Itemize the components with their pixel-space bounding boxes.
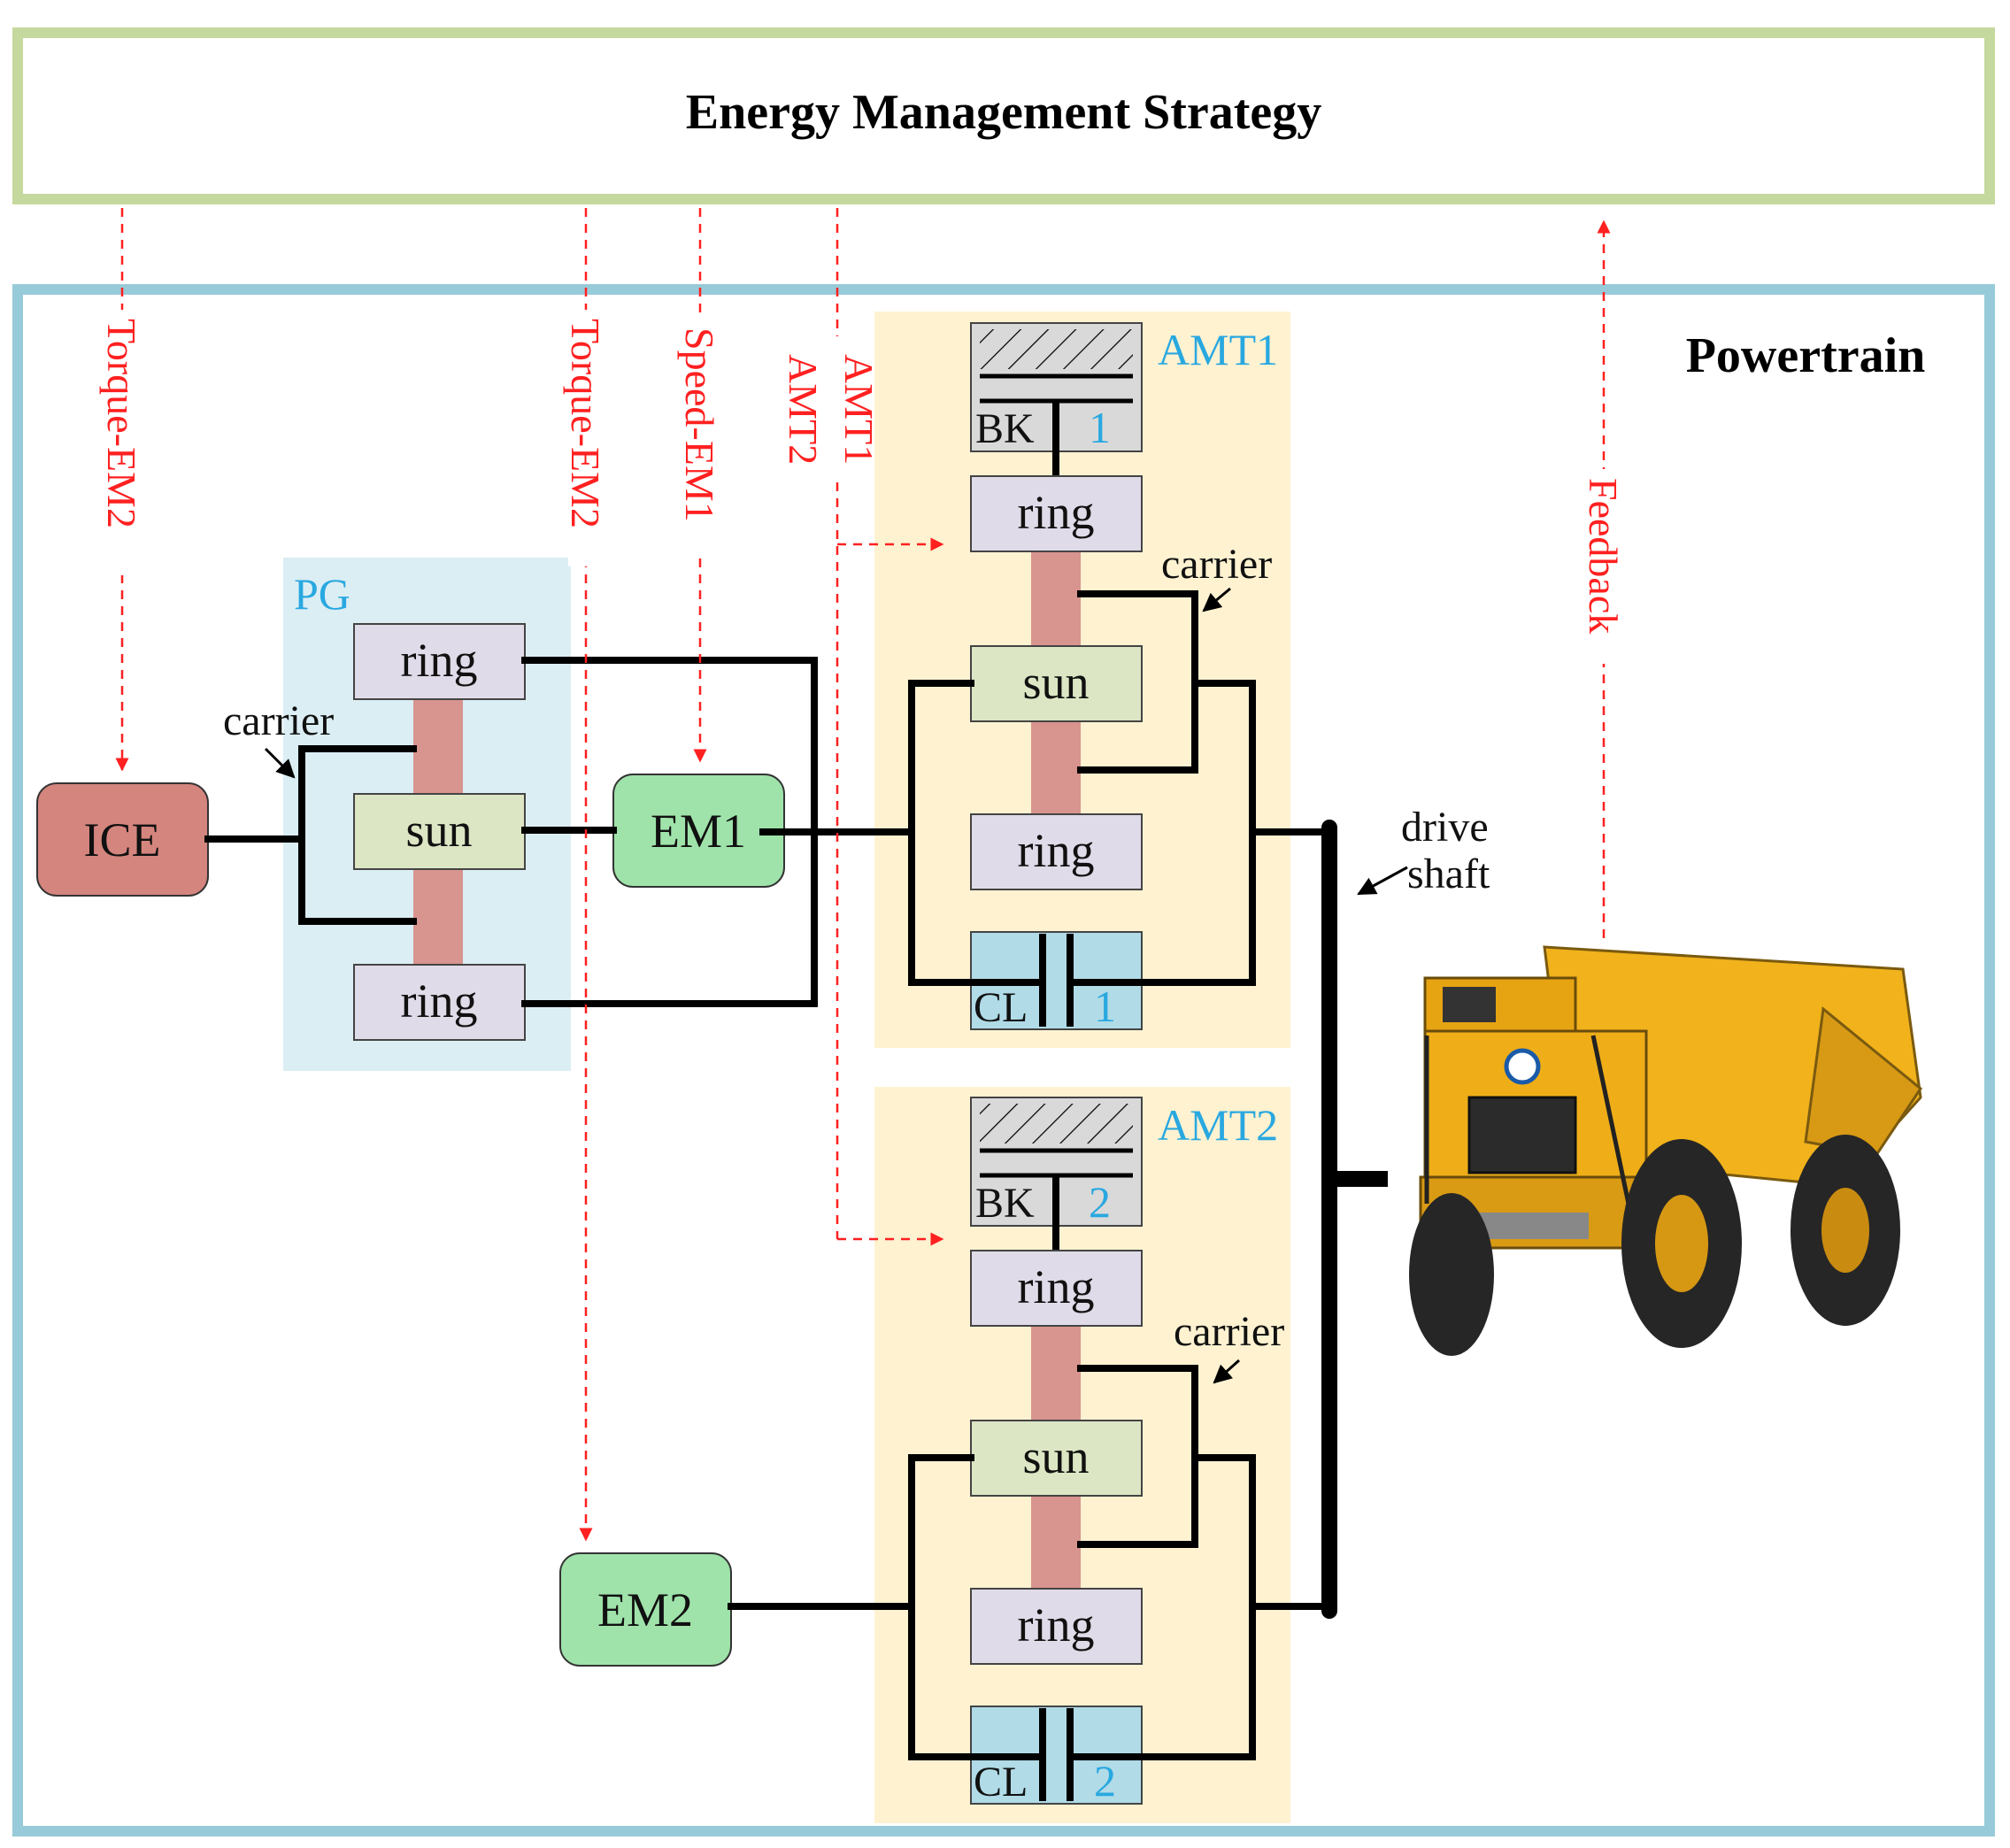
mining-truck-image [1409,945,1923,1356]
powertrain-title: Powertrain [1686,328,1926,383]
amt2-bk-num: 2 [1089,1177,1111,1227]
amt1-sun [970,645,1143,722]
amt2-sun-label: sun [1022,1430,1089,1483]
amt1-label: AMT1 [1158,325,1278,374]
signal-speed-em1: Speed-EM1 [677,327,722,522]
pg-carrier-arrow [264,747,296,779]
signal-gap [568,310,604,566]
pg-carrier-label: carrier [223,697,334,744]
signal-gap [104,310,140,575]
pg-ring-top [353,623,526,700]
signal-gap [1586,469,1621,664]
amt2-cl-label: CL [974,1759,1028,1806]
amt2-ring-bottom-label: ring [1018,1598,1095,1652]
amt2-ring-bottom [970,1588,1143,1665]
amt1-bk-label: BK [975,405,1035,452]
drive-shaft-label-1: drive [1401,804,1489,851]
signal-amt2: AMT2 [781,354,826,465]
signal-amt1: AMT1 [836,354,882,465]
pg-label: PG [294,569,350,619]
ice-label: ICE [84,813,161,866]
amt2-ring-top [970,1250,1143,1327]
signal-torque-em2-mid: Torque-EM2 [563,319,608,528]
amt1-input-wire [908,680,1046,986]
amt1-cl-num: 1 [1094,982,1116,1031]
em1-label: EM1 [651,805,746,858]
amt1-cl-label: CL [974,984,1028,1031]
ems-title: Energy Management Strategy [686,85,1322,140]
em2-label: EM2 [597,1583,693,1636]
signal-feedback: Feedback [1581,478,1626,634]
amt2-brake-hatch [980,1104,1133,1143]
amt1-ring-bottom [970,813,1143,890]
signal-gap [682,319,718,558]
amt2-label: AMT2 [1158,1100,1278,1150]
drive-shaft-arrow [1357,866,1408,896]
ems-box [12,27,1995,204]
amt1-sun-label: sun [1022,656,1089,709]
pg-carrier-wire [298,745,417,925]
pg-sun [353,793,526,870]
amt1-carrier-arrow [1202,587,1231,612]
amt1-ring-bottom-label: ring [1018,824,1095,877]
pg-ring-bottom-label: ring [401,974,478,1028]
amt1-ring-top [970,475,1143,552]
amt1-bk-num: 1 [1089,403,1111,452]
amt1-ring-top-label: ring [1018,486,1095,539]
pg-sun-label: sun [405,804,472,857]
amt2-cl-num: 2 [1094,1756,1116,1806]
drive-shaft-label-2: shaft [1407,851,1490,897]
amt2-bk-label: BK [975,1180,1035,1227]
pg-ring-bottom [353,964,526,1041]
amt2-carrier-arrow [1213,1359,1240,1384]
amt2-sun [970,1420,1143,1497]
amt2-ring-top-label: ring [1018,1260,1095,1313]
pg-ring-top-label: ring [401,634,478,687]
signal-torque-em2-left: Torque-EM2 [99,319,144,528]
amt1-carrier-label: carrier [1161,541,1272,588]
amt1-brake-hatch [980,329,1133,369]
amt2-input-wire [908,1454,1046,1760]
amt2-carrier-label: carrier [1174,1308,1284,1355]
